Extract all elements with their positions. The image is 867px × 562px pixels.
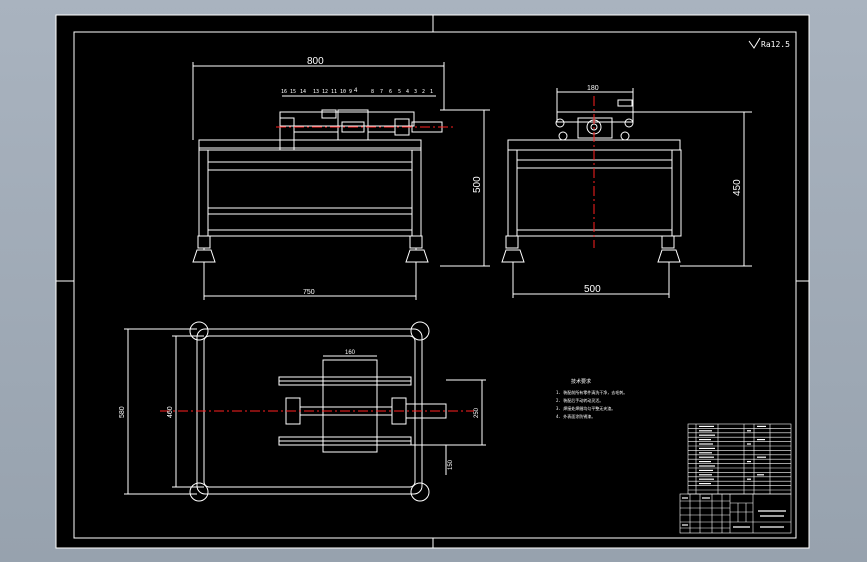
balloon-label: 7 [380,89,383,95]
balloon-label: 13 [313,89,319,95]
roughness-symbol: Ra12.5 [748,37,790,49]
dim-side-top-width: 180 [587,85,599,92]
balloon-label: 12 [322,89,328,95]
balloon-label: 2 [422,89,425,95]
dim-shaft-depth: 250 [474,407,480,418]
dim-base-width: 750 [303,289,315,296]
part-balloons: 16 15 14 13 12 11 10 9 8 7 6 5 4 3 2 1 [281,89,433,95]
tech-note-line: 2. 装配后手动转动灵活。 [556,397,603,403]
balloon-label: 15 [290,89,296,95]
bom-entries [699,425,766,485]
dim-overall-depth: 580 [119,406,126,418]
roughness-value: Ra12.5 [761,40,790,49]
balloon-label: 4 [406,89,409,95]
balloon-label: 16 [281,89,287,95]
balloon-label: 6 [389,89,392,95]
dim-inner-depth: 460 [167,406,174,418]
side-view [501,88,752,298]
dim-side-height: 450 [732,179,743,196]
centering-marks [56,15,809,548]
balloon-label: 10 [340,89,346,95]
dim-front-height: 500 [472,176,483,193]
balloon-label: 9 [349,89,352,95]
technical-notes: 技术要求 1. 装配前所有零件清洗干净，去毛刺。 2. 装配后手动转动灵活。 3… [556,378,627,419]
balloon-label: 8 [371,89,374,95]
tech-notes-title: 技术要求 [571,378,591,385]
sheet-inner-frame [73,31,797,539]
title-block-fills [682,497,786,528]
balloon-label: 11 [331,89,337,95]
balloon-label: 3 [414,89,417,95]
parts-list [687,423,792,495]
dim-table-width: 160 [345,350,356,356]
tech-note-line: 3. 焊接处焊缝均匀平整无夹渣。 [556,405,615,411]
tech-note-line: 4. 外表面涂防锈漆。 [556,413,595,419]
balloon-label: 14 [300,89,306,95]
tech-note-line: 1. 装配前所有零件清洗干净，去毛刺。 [556,389,627,395]
dim-slide-offset: 150 [448,459,454,470]
title-block [679,493,792,534]
balloon-label: 1 [430,89,433,95]
dim-overall-width: 800 [307,56,324,67]
dim-side-base-width: 500 [584,284,601,295]
front-view [192,62,490,300]
sheet-outer-border [55,14,810,549]
balloon-label: 5 [398,89,401,95]
dim-center-mark: 4 [354,88,358,94]
